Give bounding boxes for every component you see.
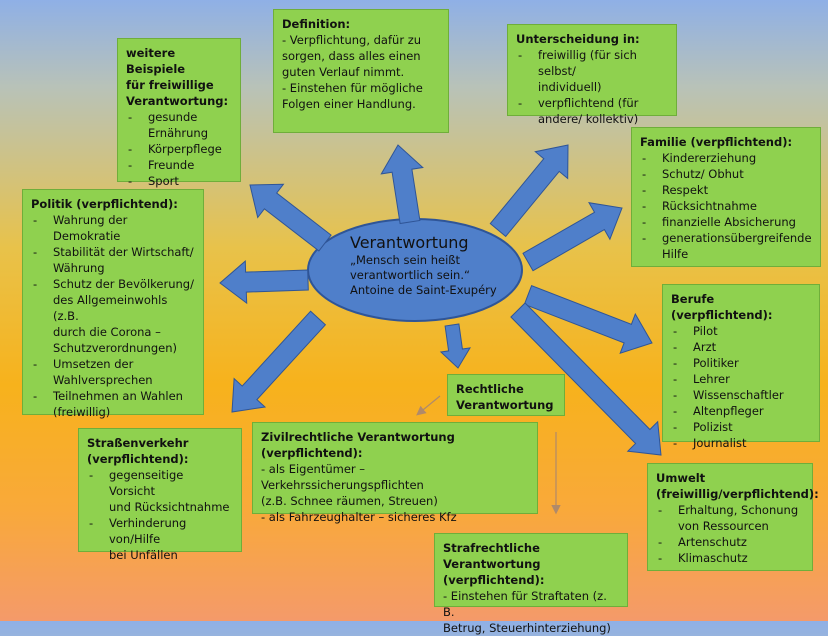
beispiele-box: weitere Beispiele für freiwillige Verant… <box>117 38 241 189</box>
beispiele-title: weitere Beispiele für freiwillige Verant… <box>126 46 229 108</box>
list-item: Kindererziehung <box>640 150 812 166</box>
straf-box: Strafrechtliche Verantwortung (verpflich… <box>434 533 628 635</box>
list-item: Polizist <box>671 419 811 435</box>
list-item: freiwillig (für sich selbst/ individuell… <box>516 47 668 95</box>
center-quote: „Mensch sein heißt verantwortlich sein.“ <box>350 253 470 282</box>
list-item: generationsübergreifende Hilfe <box>640 230 812 262</box>
list-item: Artenschutz <box>656 534 804 550</box>
thin-arrow-to-zivil <box>416 395 441 416</box>
list-item: Wahrung der Demokratie <box>31 212 195 244</box>
zivil-item: - als Fahrzeughalter – sicheres Kfz <box>261 510 457 524</box>
list-item: Altenpfleger <box>671 403 811 419</box>
list-item: Wissenschaftler <box>671 387 811 403</box>
definition-item: - Einstehen für mögliche Folgen einer Ha… <box>282 81 423 111</box>
list-item: Politiker <box>671 355 811 371</box>
arrow-to-umwelt <box>510 302 662 456</box>
center-title: Verantwortung <box>350 233 469 252</box>
list-item: Stabilität der Wirtschaft/ Währung <box>31 244 195 276</box>
familie-box: Familie (verpflichtend): Kindererziehung… <box>631 127 821 267</box>
list-item: gesunde Ernährung <box>126 109 232 141</box>
list-item: finanzielle Absicherung <box>640 214 812 230</box>
straf-title: Strafrechtliche Verantwortung (verpflich… <box>443 541 545 587</box>
arrow-to-definition <box>380 144 424 225</box>
strasse-box: Straßenverkehr (verpflichtend): gegensei… <box>78 428 242 562</box>
berufe-box: Berufe (verpflichtend): Pilot Arzt Polit… <box>662 284 820 451</box>
center-label: Verantwortung „Mensch sein heißt verantw… <box>350 233 525 298</box>
familie-title: Familie (verpflichtend): <box>640 135 793 149</box>
list-item: Schutz/ Obhut <box>640 166 812 182</box>
list-item: Verhinderung von/Hilfe bei Unfällen <box>87 515 233 563</box>
umwelt-box: Umwelt (freiwillig/verpflichtend): Erhal… <box>647 463 819 571</box>
zivil-box: Zivilrechtliche Verantwortung (verpflich… <box>252 422 538 524</box>
arrow-to-familie <box>522 202 623 272</box>
unterscheidung-box: Unterscheidung in: freiwillig (für sich … <box>507 24 677 126</box>
connector-layer <box>219 144 662 515</box>
arrow-to-strasse <box>231 310 327 413</box>
list-item: gegenseitige Vorsicht und Rücksichtnahme <box>87 467 233 515</box>
definition-title: Definition: <box>282 17 351 31</box>
list-item: Erhaltung, Schonung von Ressourcen <box>656 502 804 534</box>
list-item: Respekt <box>640 182 812 198</box>
umwelt-title: Umwelt (freiwillig/verpflichtend): <box>656 471 819 501</box>
list-item: Klimaschutz <box>656 550 804 566</box>
unterscheidung-title: Unterscheidung in: <box>516 32 640 46</box>
zivil-title: Zivilrechtliche Verantwortung (verpflich… <box>261 430 455 460</box>
rechtlich-box: Rechtliche Verantwortung <box>447 374 565 416</box>
list-item: Arzt <box>671 339 811 355</box>
list-item: Körperpflege <box>126 141 232 157</box>
berufe-title: Berufe (verpflichtend): <box>671 292 773 322</box>
list-item: Lehrer <box>671 371 811 387</box>
definition-item: - Verpflichtung, dafür zu sorgen, dass a… <box>282 33 422 79</box>
list-item: Freunde <box>126 157 232 173</box>
politik-box: Politik (verpflichtend): Wahrung der Dem… <box>22 189 204 419</box>
arrow-group <box>219 144 662 456</box>
list-item: Umsetzen der Wahlversprechen <box>31 356 195 388</box>
arrow-to-berufe <box>523 285 653 354</box>
center-author: Antoine de Saint-Exupéry <box>350 283 497 297</box>
definition-box: Definition: - Verpflichtung, dafür zu so… <box>273 9 449 133</box>
list-item: Rücksichtnahme <box>640 198 812 214</box>
list-item: Sport <box>126 173 232 189</box>
arrow-to-politik <box>219 260 309 305</box>
list-item: Journalist <box>671 435 811 451</box>
list-item: Pilot <box>671 323 811 339</box>
politik-title: Politik (verpflichtend): <box>31 197 178 211</box>
rechtlich-title: Rechtliche Verantwortung <box>456 382 554 412</box>
list-item: verpflichtend (für andere/ kollektiv) <box>516 95 668 127</box>
strasse-title: Straßenverkehr (verpflichtend): <box>87 436 189 466</box>
list-item: Teilnehmen an Wahlen (freiwillig) <box>31 388 195 420</box>
list-item: Schutz der Bevölkerung/ des Allgemeinwoh… <box>31 276 195 356</box>
arrow-to-unterscheidung <box>489 144 569 238</box>
arrow-to-rechtlich <box>439 323 471 369</box>
zivil-item: - als Eigentümer – Verkehrssicherungspfl… <box>261 462 438 508</box>
straf-item: - Einstehen für Straftaten (z. B. Betrug… <box>443 589 611 635</box>
arrow-to-beispiele <box>249 183 332 252</box>
